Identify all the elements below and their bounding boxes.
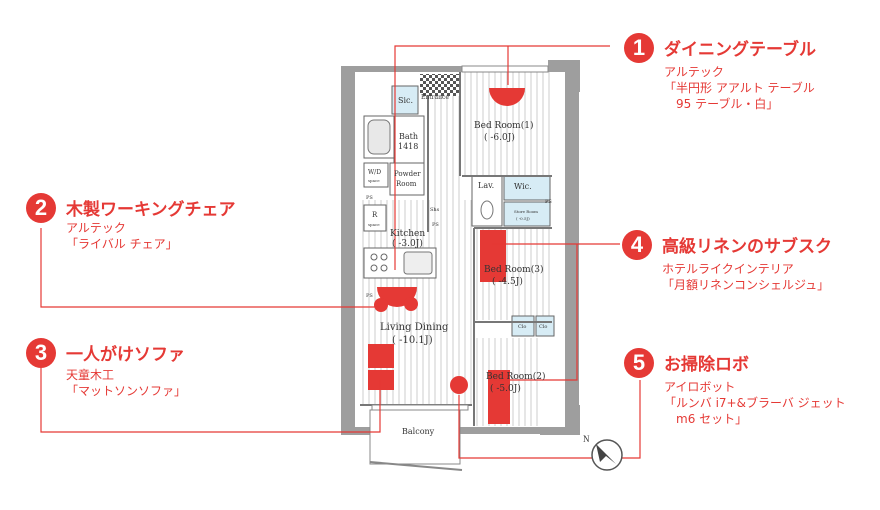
callout-2-line-2: 「ライバル チェア」 xyxy=(66,237,178,251)
label-wd: W/D xyxy=(368,169,381,176)
label-bedroom3-size: ( -4.5J) xyxy=(492,276,523,287)
label-balcony: Balcony xyxy=(402,427,435,436)
callout-1-title: ダイニングテーブル xyxy=(664,40,816,60)
callout-1-line-2: 「半円形 アアルト テーブル xyxy=(664,81,815,95)
callout-1-line-1: アルテック xyxy=(664,65,724,79)
label-bedroom3: Bed Room(3) xyxy=(484,264,543,275)
label-kitchen: Kitchen xyxy=(390,229,425,239)
storage-room xyxy=(503,201,551,227)
leader-1 xyxy=(394,45,610,270)
label-bath: Bath xyxy=(399,132,418,141)
callout-5-title: お掃除ロボ xyxy=(664,355,749,375)
label-ps2: PS xyxy=(545,199,552,205)
leader-2 xyxy=(40,228,380,308)
window-bottom xyxy=(371,404,469,411)
wic-room xyxy=(503,175,551,201)
chair-right xyxy=(404,297,418,311)
wd-space xyxy=(363,162,389,188)
bedroom1-lamp xyxy=(489,88,525,106)
entrance-floor xyxy=(420,74,460,96)
sofa-top xyxy=(368,344,394,368)
bath-area xyxy=(393,115,425,165)
label-ps3: PS xyxy=(432,222,439,228)
label-r: R xyxy=(372,211,378,219)
robot-vacuum xyxy=(450,376,468,394)
callout-4-line-2: 「月額リネンコンシェルジュ」 xyxy=(662,278,830,292)
sink xyxy=(403,251,433,275)
stove-burner-4 xyxy=(380,264,388,272)
callout-2-number: 2 xyxy=(26,193,56,223)
north-arrow-pointer xyxy=(596,444,616,464)
label-clo2: Clo xyxy=(539,324,547,330)
label-living: Living Dining xyxy=(380,322,449,333)
label-storage-size: ( -0.5J) xyxy=(516,216,530,221)
callout-4-title: 高級リネンのサブスク xyxy=(662,237,832,257)
balcony xyxy=(369,409,461,465)
bathtub xyxy=(367,119,391,155)
callout-3-title: 一人がけソファ xyxy=(66,345,185,365)
label-living-size: ( -10.1J) xyxy=(392,335,433,346)
callout-4-number: 4 xyxy=(622,230,652,260)
callout-2-title: 木製ワーキングチェア xyxy=(66,200,236,220)
sofa-bottom xyxy=(368,370,394,390)
stove-burner-1 xyxy=(370,253,378,261)
callout-1-line-3: 95 テーブル・白」 xyxy=(664,97,779,111)
label-entrance: Entrance xyxy=(421,94,449,101)
label-wd-sub: space xyxy=(368,178,380,183)
callout-3-number: 3 xyxy=(26,338,56,368)
window-top xyxy=(461,65,549,73)
balcony-rail xyxy=(369,461,463,471)
sic-room xyxy=(391,85,419,115)
label-bedroom2: Bed Room(2) xyxy=(486,371,545,382)
leader-lines xyxy=(40,45,641,459)
label-ps1: PS xyxy=(366,195,373,201)
label-storage: Store Room xyxy=(514,209,538,214)
callout-5-line-2: 「ルンバ i7+&ブラーバ ジェット xyxy=(664,396,846,410)
label-bedroom2-size: ( -5.0J) xyxy=(490,383,521,394)
leader-5 xyxy=(458,380,641,459)
powder-room xyxy=(389,162,425,196)
bed-linen-3 xyxy=(480,230,506,282)
label-bedroom1: Bed Room(1) xyxy=(474,120,533,131)
label-ps4: PS xyxy=(366,293,373,299)
chair-left xyxy=(374,298,388,312)
north-label: N xyxy=(583,434,590,444)
label-space: space xyxy=(368,222,380,227)
callout-4-line-1: ホテルライクインテリア xyxy=(662,262,794,276)
label-clo1: Clo xyxy=(518,324,526,330)
callout-5-number: 5 xyxy=(624,348,654,378)
callout-5-line-1: アイロボット xyxy=(664,380,736,394)
label-bedroom1-size: ( -6.0J) xyxy=(484,132,515,143)
furniture xyxy=(368,88,525,424)
leader-3 xyxy=(40,368,381,433)
stove-burner-2 xyxy=(380,253,388,261)
bed-2 xyxy=(488,370,510,424)
label-powder-sub: Room xyxy=(396,180,417,188)
label-powder: Powder xyxy=(394,170,421,178)
callout-5-line-3: m6 セット」 xyxy=(664,412,748,426)
fridge-space xyxy=(363,204,387,232)
callout-3-line-1: 天童木工 xyxy=(66,368,115,382)
label-wic: Wic. xyxy=(514,182,532,191)
label-bath-size: 1418 xyxy=(398,142,418,151)
stove-burner-3 xyxy=(370,264,378,272)
label-lav: Lav. xyxy=(478,181,494,190)
wall-left-notch xyxy=(341,66,361,76)
label-sic: Sic. xyxy=(398,96,413,105)
leader-4b xyxy=(492,244,578,381)
callout-1-number: 1 xyxy=(624,33,654,63)
north-arrow: N xyxy=(583,434,623,471)
label-kitchen-size: ( -3.0J) xyxy=(392,238,423,249)
room-labels: Sic. Entrance Bed Room(1) ( -6.0J) Bath … xyxy=(366,94,552,436)
callout-2-line-1: アルテック xyxy=(66,221,126,235)
callout-3-line-2: 「マットソンソファ」 xyxy=(66,384,187,398)
label-shs: Shs xyxy=(430,207,440,213)
toilet xyxy=(480,200,494,220)
